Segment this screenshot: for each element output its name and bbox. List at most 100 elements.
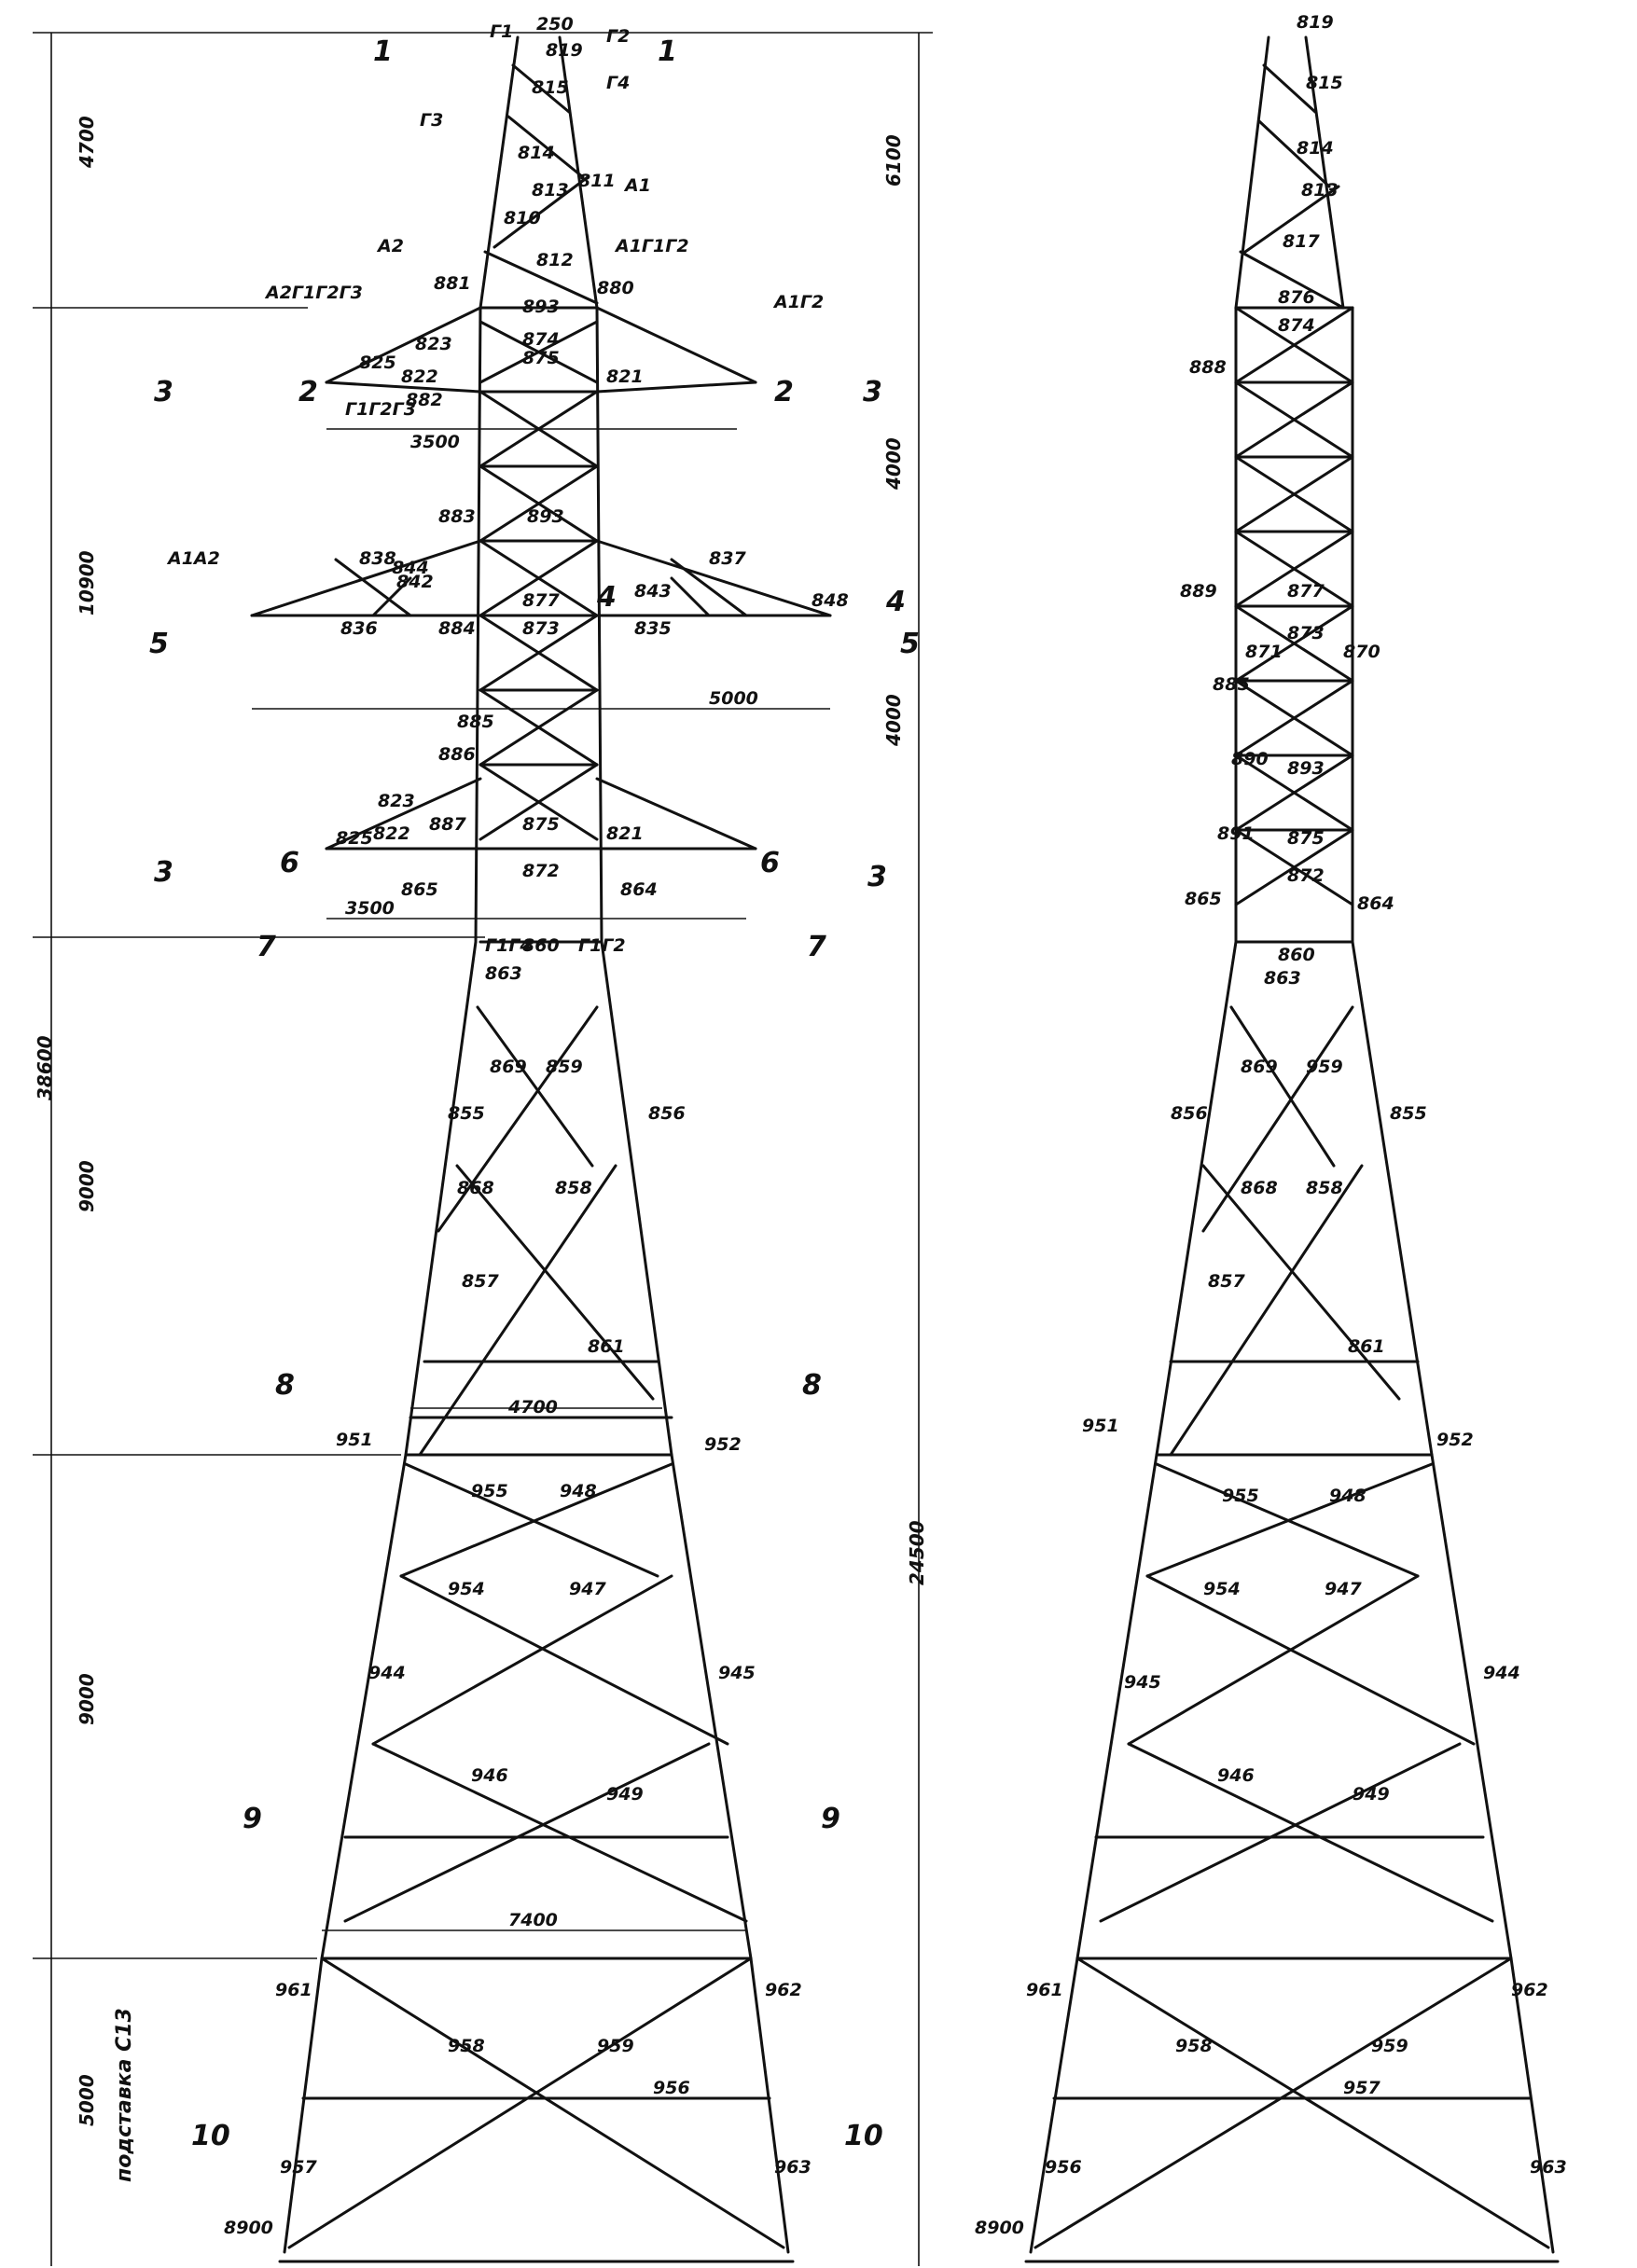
- right-waist-label: 869: [1241, 1057, 1278, 1077]
- left-body-label: 945: [718, 1663, 756, 1683]
- right-node-label: 875: [1287, 828, 1325, 849]
- left-lower-arm-label: 864: [620, 879, 658, 900]
- left-waist-label: 869: [490, 1057, 527, 1077]
- left-body-label: 951: [336, 1430, 373, 1450]
- left-waist-label: 4700: [507, 1397, 558, 1418]
- member-mark-label: Г1Г4: [485, 935, 533, 956]
- left-top-node-label: 812: [536, 250, 574, 270]
- section-mark-label: 9: [243, 1803, 262, 1835]
- left-base-label: 959: [597, 2036, 634, 2056]
- left-base-label: 963: [774, 2157, 812, 2178]
- left-upper-arm-label: 821: [606, 366, 644, 387]
- top-width-label: 250: [536, 14, 574, 35]
- member-mark-label: А1Г1Г2: [614, 236, 689, 256]
- right-top-mast-leg: [1304, 35, 1345, 310]
- right-body-label: 948: [1329, 1486, 1366, 1506]
- member-line: [418, 1164, 617, 1457]
- member-line: [1075, 1957, 1550, 2249]
- section-mark-label: 3: [863, 376, 882, 408]
- member-line: [1239, 250, 1345, 310]
- left-upper-arm-label: 881: [434, 273, 471, 294]
- left-lower-arm-label: 886: [438, 744, 476, 765]
- member-line: [479, 688, 599, 767]
- left-lower-arm-label: 875: [522, 814, 560, 835]
- left-base-label: 962: [765, 1980, 802, 2000]
- right-node-label: 890: [1231, 749, 1269, 769]
- member-line: [437, 1005, 599, 1233]
- left-top-node-label: 815: [532, 77, 569, 98]
- section-mark-label: 8: [802, 1369, 822, 1402]
- right-waist-label: 856: [1171, 1103, 1208, 1124]
- member-line: [1169, 1164, 1364, 1457]
- left-top-node-label: 814: [518, 143, 555, 163]
- left-upper-arm-label: 893: [522, 297, 560, 317]
- member-line: [371, 1742, 748, 1923]
- member-line: [479, 763, 599, 841]
- left-middle-arm-label: 873: [522, 618, 560, 639]
- left-middle-arm-label: 884: [438, 618, 476, 639]
- right-body-label: 954: [1203, 1579, 1241, 1599]
- member-line: [1243, 185, 1340, 254]
- left-body-label: 955: [471, 1481, 508, 1501]
- member-line: [325, 380, 482, 394]
- right-node-label: 885: [1213, 674, 1250, 695]
- left-body-leg: [670, 1453, 753, 1960]
- member-line: [1234, 530, 1354, 608]
- section-mark-label: 2: [774, 376, 794, 408]
- member-line: [1145, 1574, 1476, 1746]
- section-mark-label: 4: [596, 581, 617, 614]
- right-body-label: 951: [1082, 1416, 1119, 1436]
- left-base-label: 961: [275, 1980, 312, 2000]
- left-middle-arm-label: 877: [522, 590, 560, 611]
- member-line: [399, 1574, 729, 1746]
- left-top-node-label: 813: [532, 180, 569, 201]
- right-body-label: 955: [1222, 1486, 1259, 1506]
- right-base-label: 958: [1175, 2036, 1213, 2056]
- left-waist-label: 855: [448, 1103, 485, 1124]
- member-line: [511, 63, 571, 114]
- member-line: [404, 1462, 659, 1578]
- member-line: [1099, 1742, 1462, 1923]
- left-body-leg: [320, 1453, 408, 1960]
- member-line: [479, 614, 599, 692]
- right-body-leg: [1351, 940, 1434, 1457]
- left-middle-arm-label: 848: [812, 590, 849, 611]
- left-middle-arm-label: 844: [392, 558, 429, 578]
- member-line: [1234, 455, 1354, 533]
- section-mark-label: 3: [867, 861, 887, 893]
- member-mark-label: Г2: [606, 26, 630, 47]
- section-mark-label: 3: [154, 376, 173, 408]
- left-upper-arm-label: 882: [406, 390, 443, 410]
- member-line: [492, 175, 590, 249]
- member-mark-label: Г1Г2Г3: [345, 399, 416, 420]
- member-line: [670, 558, 748, 617]
- left-body-label: 954: [448, 1579, 485, 1599]
- left-waist-label: 856: [648, 1103, 686, 1124]
- left-lower-arm: [595, 777, 757, 850]
- member-mark-label: А1Г2: [772, 292, 824, 312]
- left-body-label: 947: [569, 1579, 606, 1599]
- left-body-leg: [404, 940, 478, 1457]
- section-mark-label: 10: [844, 2120, 883, 2152]
- right-waist-label: 861: [1348, 1336, 1385, 1357]
- vertical-dimension-label: 10900: [76, 550, 98, 615]
- right-vertical-dimension-label: 4000: [882, 694, 905, 747]
- right-vertical-dimension-label: 6100: [882, 134, 905, 187]
- member-line: [1234, 604, 1354, 683]
- left-lower-arm-label: 823: [378, 791, 415, 811]
- section-mark-label: 5: [149, 628, 169, 660]
- member-line: [455, 1164, 655, 1401]
- left-upper-arm-label: 875: [522, 348, 560, 368]
- section-mark-label: 7: [257, 931, 276, 963]
- section-mark-label: 1: [658, 35, 677, 68]
- left-body-label: 952: [704, 1434, 742, 1455]
- right-body-label: 952: [1436, 1430, 1474, 1450]
- section-mark-label: 6: [760, 847, 780, 879]
- left-waist-label: 868: [457, 1178, 494, 1198]
- left-waist-label: 857: [462, 1271, 499, 1292]
- right-node-label: 864: [1357, 893, 1394, 914]
- section-mark-label: 3: [154, 856, 173, 889]
- right-base-label: 962: [1511, 1980, 1548, 2000]
- right-base-label: 8900: [975, 2218, 1024, 2238]
